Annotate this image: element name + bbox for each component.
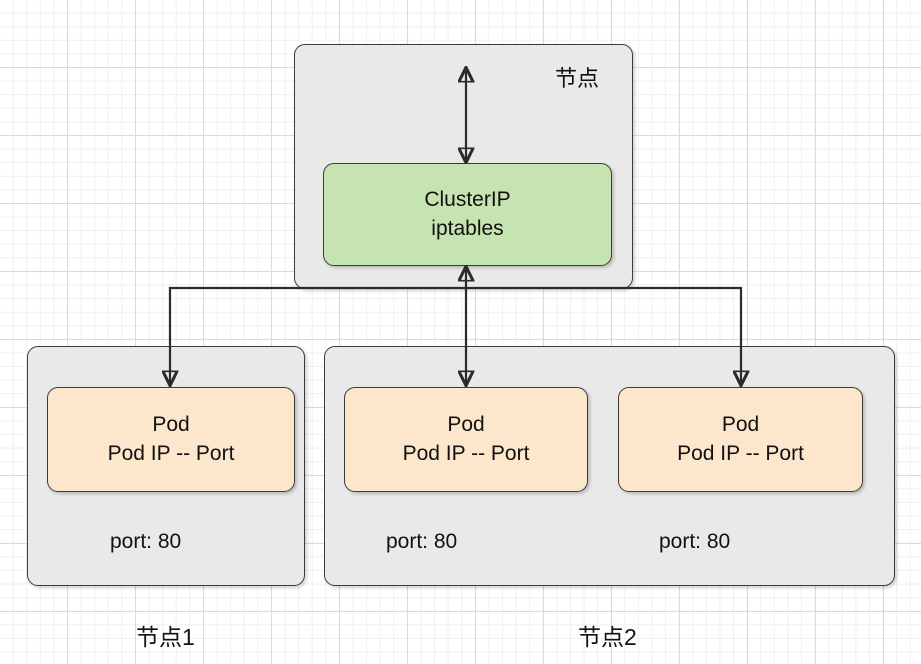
- pod-2-port-label: port: 80: [386, 530, 458, 553]
- pod-3-label: Pod: [721, 412, 760, 436]
- caption-node1: 节点1: [136, 624, 195, 650]
- pod-1-label: Pod: [152, 412, 190, 436]
- pod-box-1: Pod Pod IP -- Port: [47, 387, 295, 492]
- pod-1-port-label: port: 80: [110, 530, 182, 553]
- service-box-clusterip: ClusterIP iptables: [323, 163, 612, 266]
- pod-box-2: Pod Pod IP -- Port: [344, 387, 588, 492]
- pod-1-address: Pod IP -- Port: [107, 441, 235, 465]
- pod-2-address: Pod IP -- Port: [402, 441, 530, 465]
- pod-3-port-label: port: 80: [659, 530, 731, 553]
- service-mode: iptables: [431, 216, 504, 240]
- node-top-title: 节点: [554, 66, 599, 91]
- caption-node2: 节点2: [578, 624, 637, 650]
- pod-3-address: Pod IP -- Port: [677, 441, 804, 465]
- service-name: ClusterIP: [424, 187, 511, 211]
- pod-2-label: Pod: [447, 412, 485, 436]
- pod-box-3: Pod Pod IP -- Port: [618, 387, 863, 492]
